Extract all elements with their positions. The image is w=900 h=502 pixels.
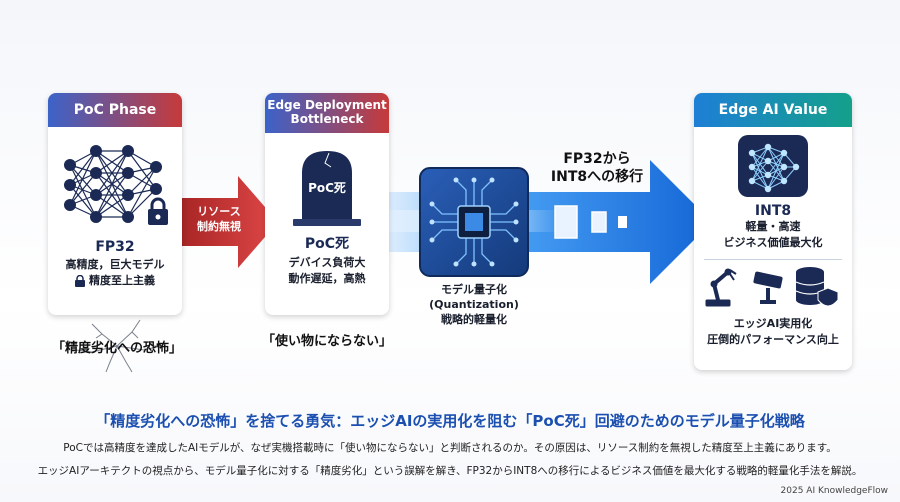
value-bottom-line2: 圧倒的パフォーマンス向上 <box>707 332 839 346</box>
crack-graphic <box>75 319 161 373</box>
poc-line2-row: 精度至上主義 <box>48 273 182 289</box>
headline: 「精度劣化への恐怖」を捨てる勇気：エッジAIの実用化を阻む「PoC死」回避のため… <box>95 412 805 430</box>
credit: 2025 AI KnowledgeFlow <box>780 486 888 496</box>
edge-line2: 動作遅延，高熱 <box>288 271 366 285</box>
value-title: INT8 <box>754 203 792 219</box>
value-card-header: Edge AI Value <box>694 93 852 127</box>
arrow2-label-line1: FP32から <box>563 151 631 167</box>
edge-title: PoC死 <box>304 236 350 252</box>
value-bottom-line1: エッジAI実用化 <box>733 316 813 330</box>
body-line2: エッジAIアーキテクトの視点から、モデル量子化に対する「精度劣化」という誤解を解… <box>37 465 863 477</box>
tombstone-area: PoC死 <box>265 133 389 233</box>
lock-icon <box>148 197 168 225</box>
blue-flow-arrow <box>360 160 712 284</box>
red-flow-arrow <box>180 176 278 268</box>
arrow2-label: FP32から INT8への移行 <box>542 150 652 186</box>
edge-bottleneck-card: Edge Deployment Bottleneck PoC死 PoC死 デバイ… <box>265 93 389 315</box>
robot-arm-icon <box>705 268 737 307</box>
neural-network-icon <box>64 145 168 225</box>
arrow2-label-line2: INT8への移行 <box>550 169 644 186</box>
tombstone-icon <box>293 151 361 226</box>
poc-title: FP32 <box>95 239 135 255</box>
chip-label-line1: モデル量子化 <box>441 283 507 296</box>
processor-chip-icon <box>419 167 529 277</box>
chip-label: モデル量子化 (Quantization) 戦略的軽量化 <box>408 283 540 328</box>
value-line1: 軽量・高速 <box>745 220 801 233</box>
database-lock-icon <box>795 266 839 307</box>
poc-phase-card: PoC Phase FP32 高精度，巨大モデル 精度至上主義 <box>48 93 182 315</box>
edge-card-header: Edge Deployment Bottleneck <box>265 93 389 133</box>
poc-line2: 精度至上主義 <box>89 273 155 287</box>
tombstone-text: PoC死 <box>308 181 346 195</box>
small-lock-icon <box>75 274 85 287</box>
chip-label-line2: (Quantization) <box>429 297 519 311</box>
poc-card-header: PoC Phase <box>48 93 182 127</box>
iot-devices-icons <box>705 266 839 307</box>
body-line1: PoCでは高精度を達成したAIモデルが、なぜ実機搭載時に「使い物にならない」と判… <box>63 442 837 454</box>
ai-chip-brain-icon <box>738 135 808 197</box>
security-camera-icon <box>753 271 783 304</box>
caption-left: 「精度劣化への恐怖」 <box>52 341 183 356</box>
poc-line1: 高精度，巨大モデル <box>65 258 165 271</box>
caption-mid: 「使い物にならない」 <box>262 334 393 349</box>
chip-label-line3: 戦略的軽量化 <box>441 312 507 326</box>
value-divider <box>704 258 842 260</box>
edge-ai-value-card: Edge AI Value INT8 軽量・高速 ビジネス価値最大化 <box>694 93 852 370</box>
value-line2: ビジネス価値最大化 <box>723 235 823 249</box>
arrow1-label: リソース 制約無視 <box>197 205 241 233</box>
edge-line1: デバイス負荷大 <box>288 256 366 269</box>
